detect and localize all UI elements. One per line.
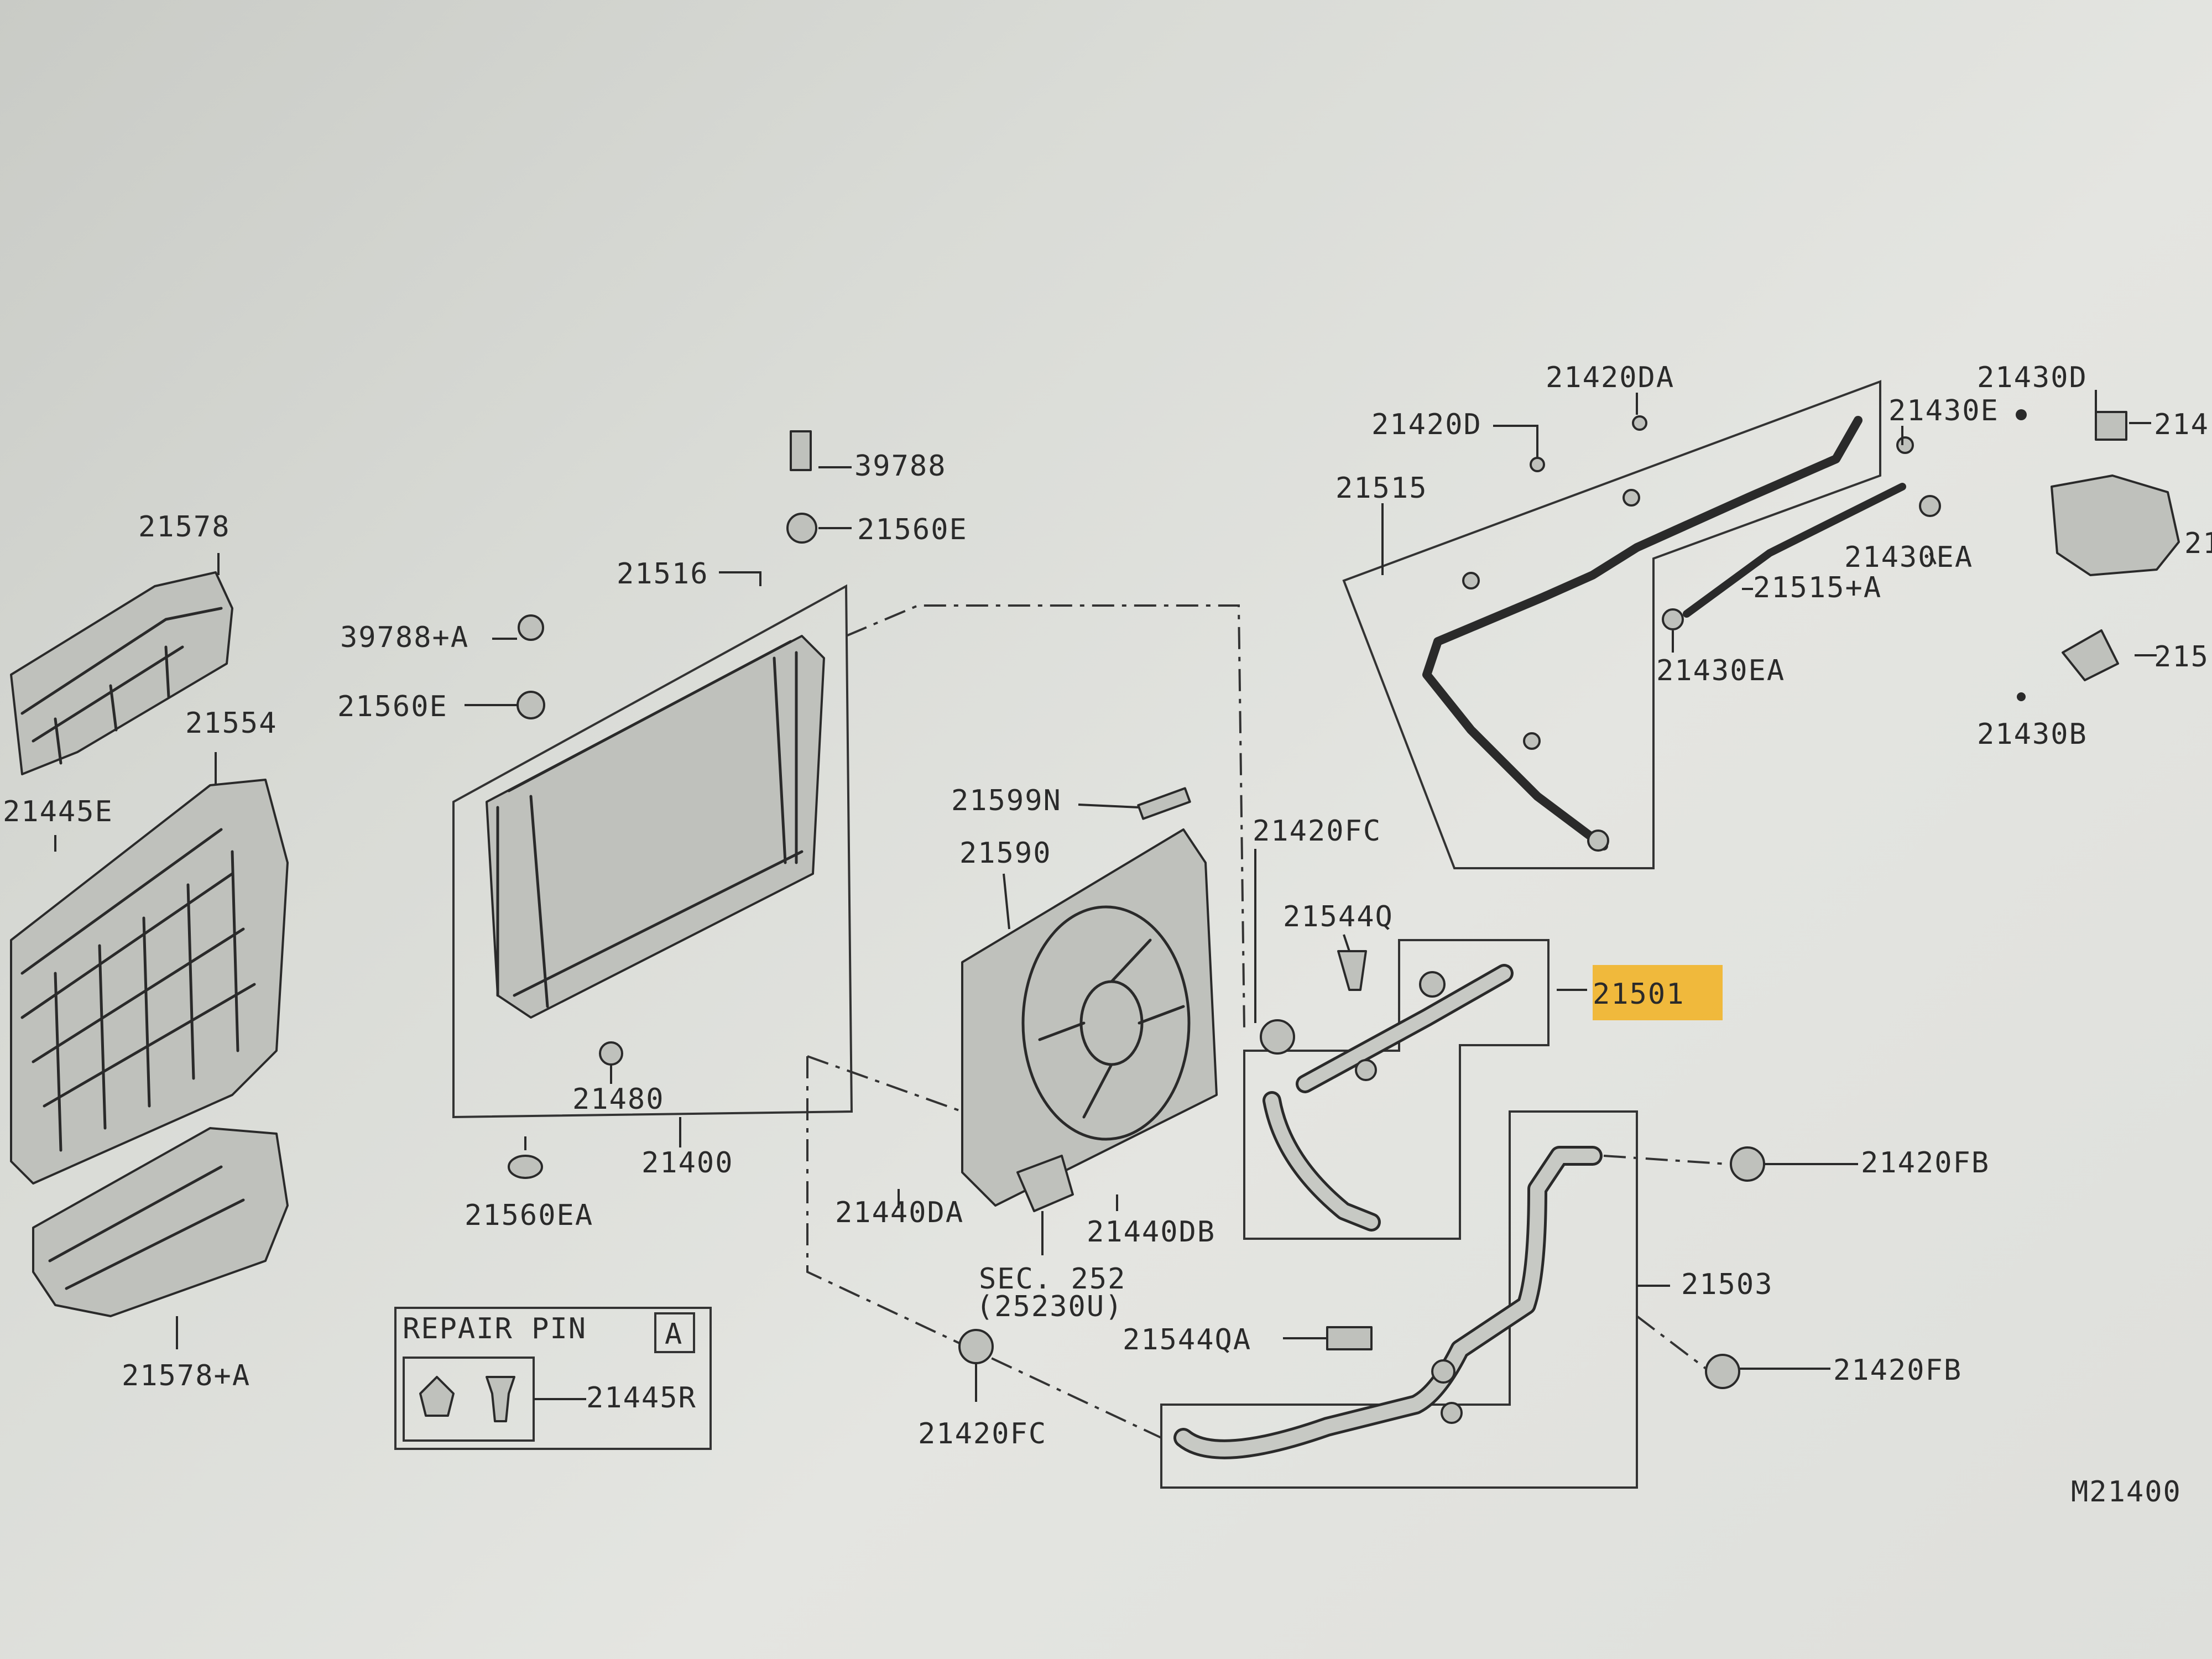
label-21578a[interactable]: 21578+A [122,1359,251,1392]
label-21544qa[interactable]: 21544QA [1123,1323,1251,1357]
repair-pin-rivet-icon [486,1376,515,1422]
part-21400-radiator-drawing [486,635,825,1019]
label-21515a[interactable]: 21515+A [1753,571,1882,604]
label-39788[interactable]: 39788 [854,450,947,483]
part-21599n-clip [1137,787,1191,820]
label-21445r[interactable]: 21445R [586,1381,697,1415]
label-21560e-left[interactable]: 21560E [337,690,448,723]
label-21420fb-top[interactable]: 21420FB [1861,1146,1990,1180]
label-21501[interactable]: 21501 [1593,978,1685,1011]
label-214-cut[interactable]: 214 [2154,408,2209,441]
label-21420fb-bottom[interactable]: 21420FB [1833,1354,1962,1387]
part-21501-upper-hose-drawing [1262,964,1514,1232]
part-21560e-grommet-left [517,691,545,719]
part-21578-drawing [10,571,233,775]
part-21560ea-grommet [508,1155,543,1179]
part-39788-drawing [790,430,812,471]
label-sec252-ref[interactable]: (25230U) [976,1290,1123,1323]
lower-hose-frame [1160,1110,1638,1489]
part-21590-fan-drawing [961,828,1218,1207]
label-sec252[interactable]: SEC. 252 [979,1262,1126,1296]
label-21400[interactable]: 21400 [641,1146,734,1180]
part-21420fb-clamp-top [1730,1146,1765,1182]
label-21430ea-top[interactable]: 21430EA [1844,541,1973,574]
part-21420fc-clamp-top [1260,1019,1295,1055]
part-21554-drawing [10,779,289,1185]
label-21430e[interactable]: 21430E [1888,394,1999,427]
label-21430ea-bottom[interactable]: 21430EA [1656,654,1785,687]
label-21560e-top[interactable]: 21560E [857,513,968,546]
label-21420fc-top[interactable]: 21420FC [1253,815,1381,848]
label-21544q[interactable]: 21544Q [1283,900,1394,933]
part-21480-plug [599,1041,623,1066]
label-21578[interactable]: 21578 [138,510,231,544]
dash-line-clamp-bottom [1636,1315,1707,1370]
part-21420fb-clamp-bottom [1705,1354,1740,1389]
label-21599n[interactable]: 21599N [951,784,1062,817]
label-21420fc-bottom[interactable]: 21420FC [918,1417,1047,1451]
label-21440db[interactable]: 21440DB [1087,1215,1215,1249]
radiator-group-frame [452,584,853,1119]
part-21544q-clip [1337,950,1367,991]
part-21420fc-clamp-bottom [958,1329,994,1364]
label-21516[interactable]: 21516 [617,557,709,591]
label-21420da[interactable]: 21420DA [1546,361,1674,394]
repair-pin-ref-box [654,1312,695,1353]
label-21590[interactable]: 21590 [959,837,1052,870]
highlight-21501 [1593,965,1723,1020]
label-215-cut[interactable]: 215 [2154,640,2209,674]
label-21430b[interactable]: 21430B [1977,718,2088,751]
part-21515-tube-drawing [1422,415,1941,852]
repair-pin-box [394,1307,712,1450]
label-21560ea[interactable]: 21560EA [465,1199,593,1232]
label-21430d[interactable]: 21430D [1977,361,2088,394]
label-21480[interactable]: 21480 [572,1083,665,1116]
label-21-cut[interactable]: 21 [2184,527,2212,560]
label-39788a[interactable]: 39788+A [340,621,469,654]
part-21503-lower-hose-drawing [1173,1146,1603,1459]
label-21420d[interactable]: 21420D [1371,408,1482,441]
part-labels: 21578 21554 21445E 21578+A 39788 21560E … [3,361,2212,1509]
label-21515[interactable]: 21515 [1335,472,1428,505]
label-repair-pin-title: REPAIR PIN [403,1312,587,1345]
part-21560e-grommet-top [786,513,817,544]
part-21578a-drawing [32,1127,289,1317]
part-39788a-bolt [518,614,544,641]
label-21445e[interactable]: 21445E [3,795,113,828]
repair-pin-nut-icon [419,1376,455,1417]
label-21554[interactable]: 21554 [185,707,278,740]
dash-line-clamp-top [1603,1155,1729,1165]
label-21440da[interactable]: 21440DA [835,1196,964,1229]
label-diagram-code: M21400 [2071,1475,2182,1509]
label-21503[interactable]: 21503 [1681,1268,1773,1301]
reservoir-tube-frame [1342,380,1881,869]
part-21544qa-clip [1326,1326,1373,1350]
leader-lines [54,390,2157,1402]
label-repair-pin-ref: A [665,1318,683,1351]
motor-connector-sec252 [1016,1155,1074,1212]
part-21430-reservoir-drawing [2016,409,2180,701]
